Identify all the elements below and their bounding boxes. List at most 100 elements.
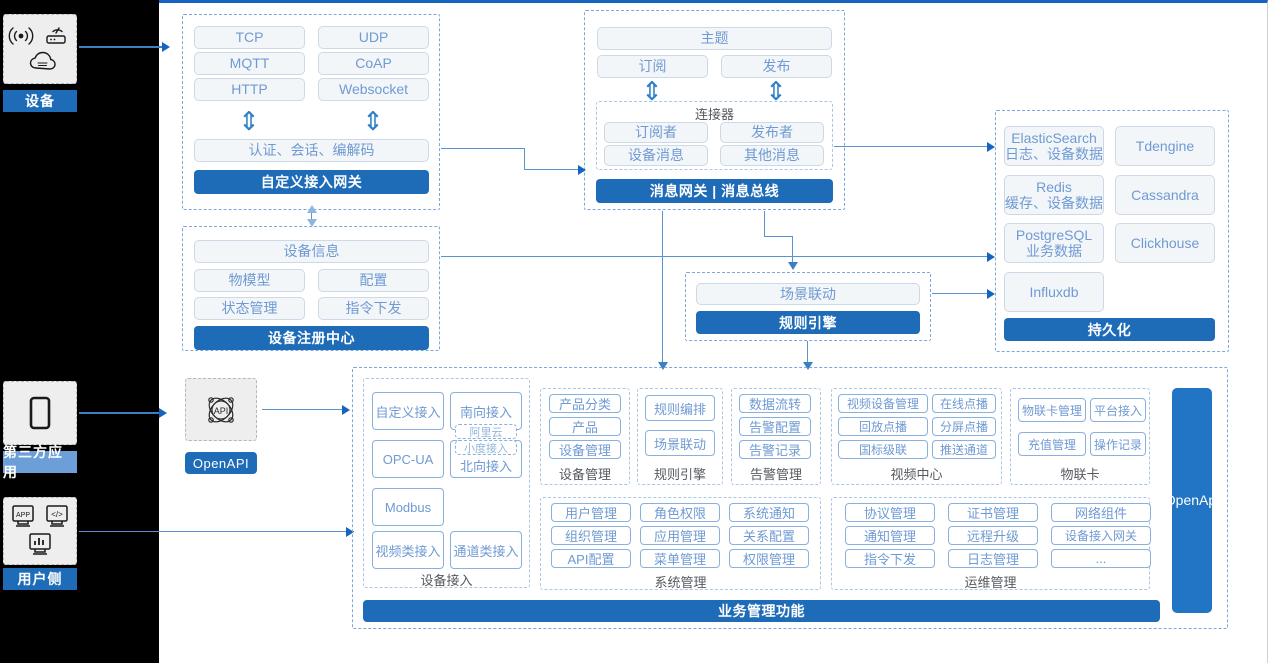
om-notice-management[interactable]: 通知管理: [845, 526, 935, 545]
protocol-udp[interactable]: UDP: [318, 26, 429, 49]
sm-menu-management[interactable]: 菜单管理: [640, 549, 720, 568]
device-icons-group: [8, 27, 66, 70]
protocol-websocket[interactable]: Websocket: [318, 78, 429, 101]
persistence-clickhouse[interactable]: Clickhouse: [1115, 223, 1215, 263]
persistence-title[interactable]: 持久化: [1004, 318, 1215, 341]
access-video[interactable]: 视频类接入: [372, 531, 444, 569]
openapi-vertical-bar[interactable]: Open Api: [1165, 388, 1219, 613]
caption-video-center: 视频中心: [890, 467, 943, 482]
persistence-elasticsearch[interactable]: ElasticSearch 日志、设备数据: [1004, 126, 1104, 166]
access-custom[interactable]: 自定义接入: [372, 392, 444, 430]
re-scene-linkage[interactable]: 场景联动: [645, 430, 715, 456]
openapi-label[interactable]: OpenAPI: [185, 452, 257, 474]
sm-permission-management[interactable]: 权限管理: [729, 549, 809, 568]
conn-gw-registry-line: [311, 212, 312, 225]
am-alarm-config[interactable]: 告警配置: [739, 417, 811, 436]
iot-platform-access[interactable]: 平台接入: [1090, 398, 1146, 422]
dm-product[interactable]: 产品: [549, 417, 621, 436]
protocol-tcp[interactable]: TCP: [194, 26, 305, 49]
vc-push-channel[interactable]: 推送通道: [932, 440, 996, 459]
message-subscribe[interactable]: 订阅: [597, 55, 708, 78]
message-topic[interactable]: 主题: [597, 27, 832, 50]
connector-device-message[interactable]: 设备消息: [604, 145, 708, 166]
third-party-icon-box: [3, 381, 77, 445]
registry-title[interactable]: 设备注册中心: [194, 326, 429, 350]
registry-device-info[interactable]: 设备信息: [194, 240, 429, 263]
gateway-middle-layer[interactable]: 认证、会话、编解码: [194, 139, 429, 162]
persistence-cassandra[interactable]: Cassandra: [1115, 175, 1215, 215]
conn-rules-persist-head: [987, 289, 995, 299]
rules-engine-title[interactable]: 规则引擎: [696, 311, 920, 334]
sm-role-permission[interactable]: 角色权限: [640, 503, 720, 522]
iot-card-management[interactable]: 物联卡管理: [1018, 398, 1086, 422]
am-alarm-record[interactable]: 告警记录: [739, 440, 811, 459]
sm-user-management[interactable]: 用户管理: [551, 503, 631, 522]
sm-relation-config[interactable]: 关系配置: [729, 526, 809, 545]
caption-system-management: 系统管理: [654, 575, 707, 590]
om-certificate-management[interactable]: 证书管理: [948, 503, 1038, 522]
vc-gb-cascade[interactable]: 国标级联: [838, 440, 928, 459]
registry-state-management[interactable]: 状态管理: [194, 297, 305, 320]
user-side-icon-box: APP </>: [3, 497, 77, 565]
re-rule-orchestration[interactable]: 规则编排: [645, 395, 715, 421]
registry-thing-model[interactable]: 物模型: [194, 269, 305, 292]
persistence-redis-sub: 缓存、设备数据: [1005, 195, 1103, 211]
iot-recharge-management[interactable]: 充值管理: [1018, 432, 1086, 456]
message-gateway-title[interactable]: 消息网关 | 消息总线: [596, 179, 833, 203]
iot-operation-record[interactable]: 操作记录: [1090, 432, 1146, 456]
dm-device-management[interactable]: 设备管理: [549, 440, 621, 459]
sm-api-config[interactable]: API配置: [551, 549, 631, 568]
am-data-flow[interactable]: 数据流转: [739, 394, 811, 413]
protocol-mqtt[interactable]: MQTT: [194, 52, 305, 75]
api-atom-icon: API: [208, 396, 234, 423]
access-channel[interactable]: 通道类接入: [450, 531, 522, 569]
access-southbound[interactable]: 南向接入: [450, 392, 522, 430]
access-northbound-label: 北向接入: [459, 459, 512, 474]
message-gateway-panel: [584, 10, 845, 210]
access-northbound[interactable]: 阿里云 小度接入 北向接入: [450, 424, 522, 478]
persistence-tdengine[interactable]: Tdengine: [1115, 126, 1215, 166]
om-network-component[interactable]: 网络组件: [1051, 503, 1151, 522]
connector-publisher[interactable]: 发布者: [720, 122, 824, 143]
persistence-postgresql[interactable]: PostgreSQL 业务数据: [1004, 223, 1104, 263]
om-device-access-gateway[interactable]: 设备接入网关: [1051, 526, 1151, 545]
mobile-icon: [29, 396, 51, 430]
persistence-redis[interactable]: Redis 缓存、设备数据: [1004, 175, 1104, 215]
protocol-coap[interactable]: CoAP: [318, 52, 429, 75]
persistence-influxdb[interactable]: Influxdb: [1004, 272, 1104, 312]
sm-org-management[interactable]: 组织管理: [551, 526, 631, 545]
om-command-dispatch[interactable]: 指令下发: [845, 549, 935, 568]
protocol-http[interactable]: HTTP: [194, 78, 305, 101]
om-protocol-management[interactable]: 协议管理: [845, 503, 935, 522]
om-more[interactable]: ...: [1051, 549, 1151, 568]
rules-scene-linkage[interactable]: 场景联动: [696, 283, 920, 305]
arrow-userside-to-business-line: [79, 531, 354, 532]
message-publish[interactable]: 发布: [721, 55, 832, 78]
access-xiaodu[interactable]: 小度接入: [455, 440, 517, 455]
conn-rules-business-v: [807, 341, 808, 364]
vc-playback-vod[interactable]: 回放点播: [838, 417, 928, 436]
sm-system-notice[interactable]: 系统通知: [729, 503, 809, 522]
registry-config[interactable]: 配置: [318, 269, 429, 292]
access-aliyun[interactable]: 阿里云: [455, 424, 517, 439]
access-modbus[interactable]: Modbus: [372, 488, 444, 526]
gateway-title[interactable]: 自定义接入网关: [194, 170, 429, 194]
dm-product-category[interactable]: 产品分类: [549, 394, 621, 413]
group-iot-card: [1010, 388, 1150, 485]
persistence-postgresql-name: PostgreSQL: [1015, 226, 1093, 243]
access-opcua[interactable]: OPC-UA: [372, 440, 444, 478]
registry-command-dispatch[interactable]: 指令下发: [318, 297, 429, 320]
persistence-elasticsearch-name: ElasticSearch: [1011, 129, 1097, 146]
connector-other-message[interactable]: 其他消息: [720, 145, 824, 166]
om-remote-upgrade[interactable]: 远程升级: [948, 526, 1038, 545]
om-log-management[interactable]: 日志管理: [948, 549, 1038, 568]
sm-app-management[interactable]: 应用管理: [640, 526, 720, 545]
vc-video-device-management[interactable]: 视频设备管理: [838, 394, 928, 413]
vc-online-vod[interactable]: 在线点播: [932, 394, 996, 413]
vc-split-screen-vod[interactable]: 分屏点播: [932, 417, 996, 436]
arrow-thirdparty-to-openapi-line: [79, 412, 159, 414]
business-title[interactable]: 业务管理功能: [363, 600, 1160, 622]
openapi-icon-box: API: [185, 378, 257, 441]
bidirectional-arrow-right: ⇕: [362, 106, 384, 136]
connector-subscriber[interactable]: 订阅者: [604, 122, 708, 143]
